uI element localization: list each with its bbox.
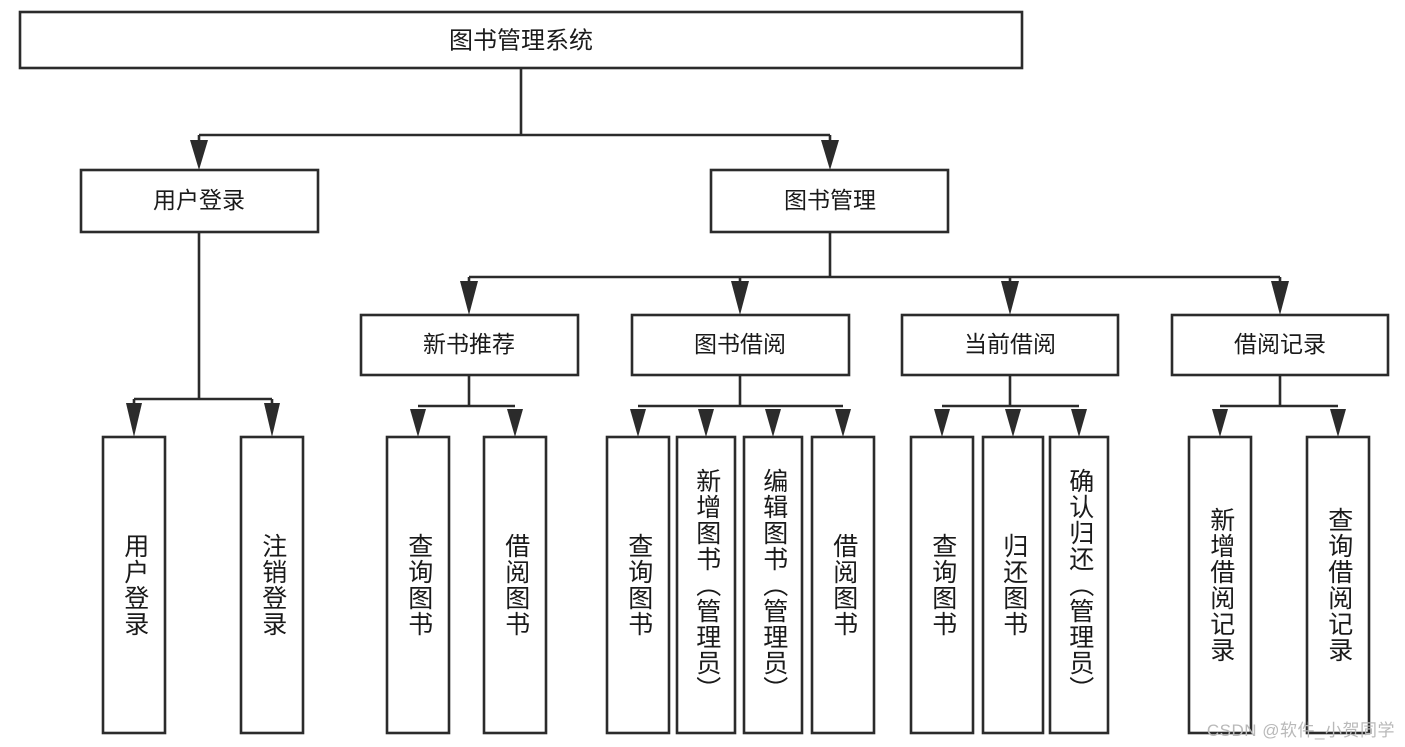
leaf-query-book-3-box[interactable]	[909, 435, 975, 735]
arrowhead-leaf-add-record	[1212, 409, 1228, 437]
node-current-borrow-label: 当前借阅	[964, 331, 1056, 357]
leaf-logout-login-box[interactable]	[239, 435, 305, 735]
node-user-login-box[interactable]	[79, 168, 320, 234]
node-user-login-label: 用户登录	[153, 187, 245, 213]
node-root-label: 图书管理系统	[449, 27, 593, 54]
edges-newbook-to-leaves	[410, 375, 523, 437]
arrowhead-user-login	[190, 140, 208, 170]
node-root-box[interactable]	[18, 10, 1024, 70]
arrowhead-leaf-query-book-3	[934, 409, 950, 437]
arrowhead-leaf-add-book	[698, 409, 714, 437]
arrowhead-book-manage	[821, 140, 839, 170]
node-book-borrow-label: 图书借阅	[694, 331, 786, 357]
arrowhead-leaf-borrow-book-2	[835, 409, 851, 437]
leaf-boxes	[101, 435, 1371, 735]
leaf-query-book-2-box[interactable]	[605, 435, 671, 735]
arrowhead-leaf-query-record	[1330, 409, 1346, 437]
leaf-return-book-box[interactable]	[981, 435, 1045, 735]
arrowhead-leaf-return-book	[1005, 409, 1021, 437]
node-book-borrow-box[interactable]	[630, 313, 851, 377]
node-book-manage-box[interactable]	[709, 168, 950, 234]
leaf-add-book-box[interactable]	[675, 435, 737, 735]
node-user-login[interactable]: 用户登录	[79, 168, 320, 234]
leaf-query-book-1-box[interactable]	[385, 435, 451, 735]
leaf-confirm-return-box[interactable]	[1048, 435, 1110, 735]
node-current-borrow-box[interactable]	[900, 313, 1120, 377]
arrowhead-leaf-confirm-return	[1071, 409, 1087, 437]
edges-borrowrecord-to-leaves	[1212, 375, 1346, 437]
node-new-book-recommend-label: 新书推荐	[423, 331, 515, 357]
arrowhead-leaf-query-book-1	[410, 409, 426, 437]
edges-currentborrow-to-leaves	[934, 375, 1087, 437]
edges-bookmanage-to-level3	[460, 232, 1289, 315]
edges-bookborrow-to-leaves	[630, 375, 851, 437]
node-current-borrow[interactable]: 当前借阅	[900, 313, 1120, 377]
node-borrow-record-label: 借阅记录	[1234, 331, 1326, 357]
arrowhead-book-borrow	[731, 281, 749, 315]
leaf-query-record-box[interactable]	[1305, 435, 1371, 735]
csdn-watermark: CSDN @软件_小贺同学	[1206, 721, 1395, 740]
node-new-book-recommend[interactable]: 新书推荐	[359, 313, 580, 377]
node-borrow-record[interactable]: 借阅记录	[1170, 313, 1390, 377]
node-new-book-recommend-box[interactable]	[359, 313, 580, 377]
node-book-manage-label: 图书管理	[784, 187, 876, 213]
leaf-add-record-box[interactable]	[1187, 435, 1253, 735]
node-book-borrow[interactable]: 图书借阅	[630, 313, 851, 377]
arrowhead-borrow-record	[1271, 281, 1289, 315]
leaf-edit-book-box[interactable]	[742, 435, 804, 735]
leaf-borrow-book-2-box[interactable]	[810, 435, 876, 735]
edges-userlogin-to-leaves	[126, 232, 280, 437]
arrowhead-leaf-logout-login	[264, 403, 280, 437]
leaf-borrow-book-1-box[interactable]	[482, 435, 548, 735]
arrowhead-new-book-recommend	[460, 281, 478, 315]
node-borrow-record-box[interactable]	[1170, 313, 1390, 377]
leaf-user-login-box[interactable]	[101, 435, 167, 735]
edges-root-to-level2	[190, 68, 839, 170]
arrowhead-leaf-edit-book	[765, 409, 781, 437]
node-root[interactable]: 图书管理系统	[18, 10, 1024, 70]
arrowhead-leaf-borrow-book-1	[507, 409, 523, 437]
arrowhead-leaf-user-login	[126, 403, 142, 437]
arrowhead-current-borrow	[1001, 281, 1019, 315]
node-book-manage[interactable]: 图书管理	[709, 168, 950, 234]
arrowhead-leaf-query-book-2	[630, 409, 646, 437]
